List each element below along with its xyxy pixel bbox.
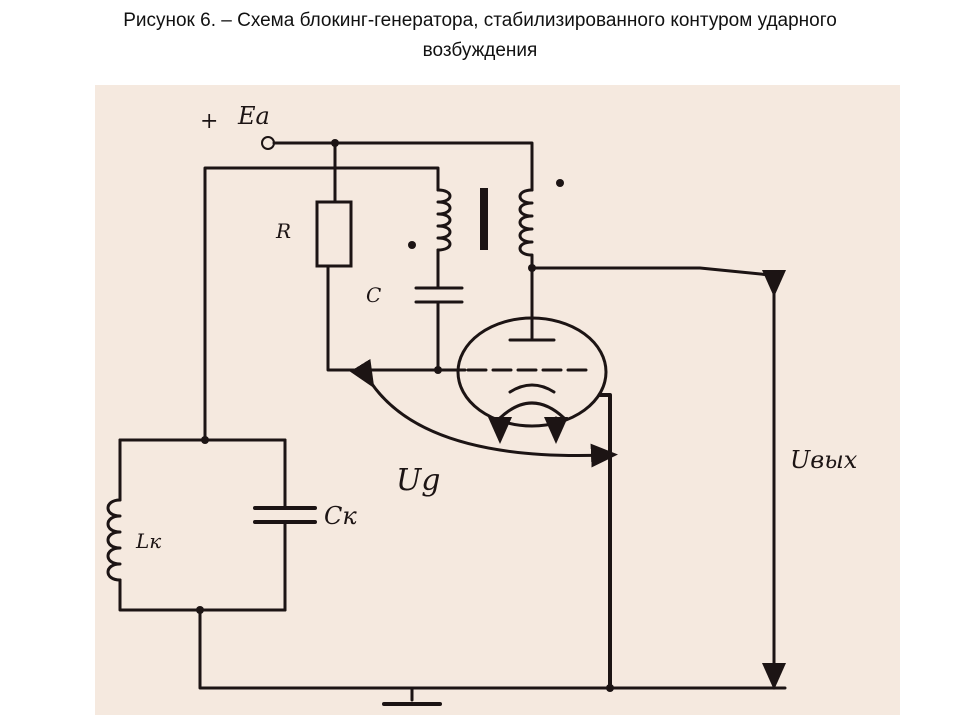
grid-coil-winding [436, 188, 452, 252]
caption-line-1: Рисунок 6. – Схема блокинг-генератора, с… [123, 10, 837, 31]
anode-coil-polarity-dot [556, 179, 564, 187]
anode-coil [518, 179, 564, 257]
resistor-label: R [275, 219, 291, 243]
grid-coil-feed-wire [203, 166, 440, 442]
tank-capacitor: Cк [253, 502, 357, 530]
junction-dot [201, 436, 209, 444]
supply-label: Eа [237, 102, 270, 130]
resistor-r: R [275, 200, 353, 268]
tank-capacitor-label: Cк [324, 502, 357, 530]
tank-bottom-wire [118, 578, 287, 612]
junction-dot [196, 606, 204, 614]
figure-caption: Рисунок 6. – Схема блокинг-генератора, с… [0, 6, 960, 66]
junction-dot [331, 139, 339, 147]
grid-coil-polarity-dot [408, 241, 416, 249]
paper-background [95, 85, 900, 715]
grid-voltage-arrow [349, 358, 618, 468]
anode-coil-winding [518, 188, 534, 257]
tank-inductor: Lк [106, 498, 161, 582]
supply-sign: + [200, 109, 218, 134]
output-voltage-label: Uвых [790, 446, 858, 474]
capacitor-label: C [366, 283, 381, 307]
resistor-body [315, 200, 353, 268]
supply-terminal: + Eа [200, 102, 275, 150]
capacitor-c: C [366, 283, 464, 307]
ground-rail-wire [198, 608, 787, 690]
grid-voltage-label: Ug [396, 463, 441, 498]
ground-symbol [382, 686, 442, 706]
junction-dot [434, 366, 442, 374]
output-voltage-indicator: Uвых [762, 270, 858, 690]
tank-inductor-label: Lк [135, 529, 161, 553]
supply-rail-wire [272, 141, 534, 192]
junction-dot [606, 684, 614, 692]
caption-line-2: возбуждения [422, 40, 538, 61]
output-top-wire [530, 266, 772, 277]
transformer-core [480, 188, 488, 250]
grid-voltage-indicator: Ug [349, 358, 618, 498]
junction-dot [528, 264, 536, 272]
grid-coil [408, 188, 452, 252]
tank-inductor-winding [106, 498, 122, 582]
